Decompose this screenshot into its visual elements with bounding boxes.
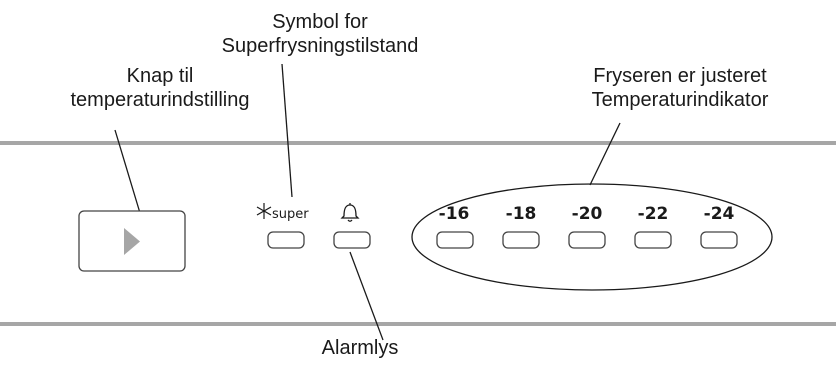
callout-temperature-button-line-1: Knap til bbox=[126, 65, 194, 87]
temperature-setting-button[interactable] bbox=[78, 210, 186, 272]
temp-led-minus-16 bbox=[436, 231, 474, 249]
temp-label-minus-20: -20 bbox=[572, 204, 603, 224]
callout-alarm-line-1: Alarmlys bbox=[321, 337, 399, 359]
temp-label-minus-22: -22 bbox=[638, 204, 669, 224]
temp-label-minus-18: -18 bbox=[506, 204, 537, 224]
leader-super-freeze-symbol bbox=[281, 63, 293, 198]
temp-led-minus-20 bbox=[568, 231, 606, 249]
temperature-indicator-outline bbox=[411, 183, 773, 291]
bell-icon bbox=[340, 203, 360, 222]
callout-freezer-indicator: Fryseren er justeret Temperaturindikator bbox=[555, 64, 805, 112]
callout-super-freeze-line-2: Superfrysningstilstand bbox=[221, 35, 419, 57]
temp-led-minus-18 bbox=[502, 231, 540, 249]
callout-temperature-button: Knap til temperaturindstilling bbox=[35, 64, 285, 112]
super-freeze-label: super bbox=[272, 207, 309, 222]
play-triangle-icon bbox=[124, 228, 140, 255]
leader-temperature-button bbox=[114, 129, 141, 214]
temp-label-minus-24: -24 bbox=[704, 204, 735, 224]
callout-super-freeze-symbol: Symbol for Superfrysningstilstand bbox=[195, 10, 445, 58]
alarm-light bbox=[333, 231, 371, 249]
temp-label-minus-16: -16 bbox=[439, 204, 470, 224]
temp-led-minus-22 bbox=[634, 231, 672, 249]
callout-temperature-button-line-2: temperaturindstilling bbox=[70, 89, 250, 111]
leader-freezer-indicator bbox=[589, 122, 621, 186]
super-freeze-button[interactable] bbox=[267, 231, 305, 249]
callout-alarm-light: Alarmlys bbox=[300, 336, 420, 360]
callout-freezer-indicator-line-2: Temperaturindikator bbox=[591, 89, 769, 111]
callout-freezer-indicator-line-1: Fryseren er justeret bbox=[593, 65, 767, 87]
temp-led-minus-24 bbox=[700, 231, 738, 249]
snowflake-icon bbox=[256, 203, 272, 219]
callout-super-freeze-line-1: Symbol for bbox=[272, 11, 368, 33]
leader-alarm-light bbox=[349, 251, 384, 341]
